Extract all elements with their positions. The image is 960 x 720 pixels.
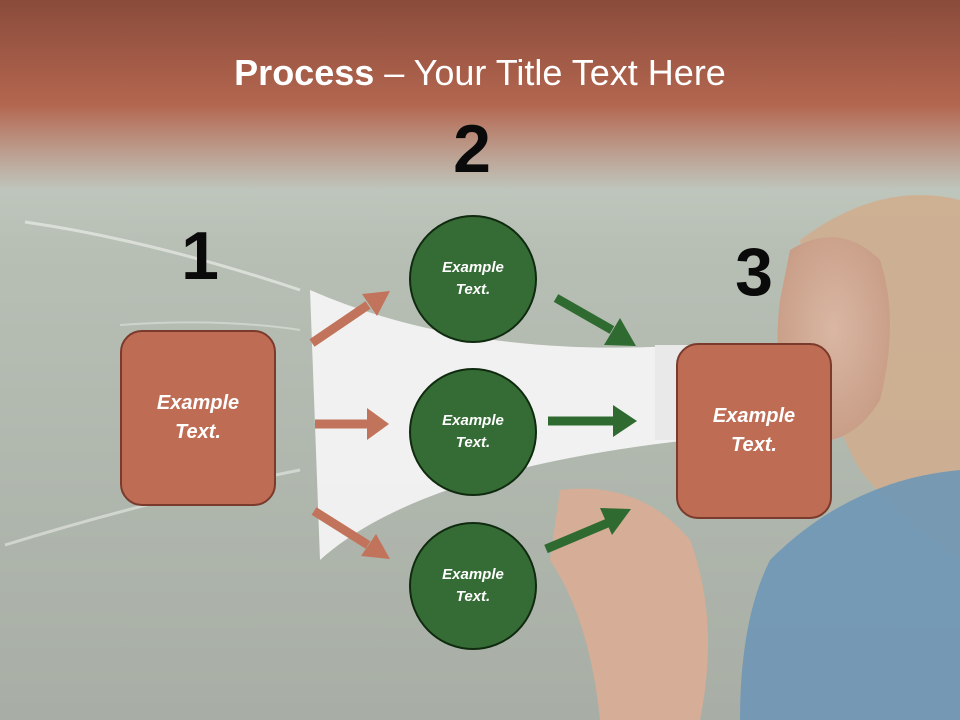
step-number-1: 1 [181,218,219,294]
arrow-box1-to-circle-bottom [311,507,390,559]
step-1-label-line2: Text. [175,421,221,443]
arrow-box1-to-circle-top [309,291,390,347]
page-title: Process – Your Title Text Here [0,52,960,94]
title-bold: Process [234,52,375,93]
step-1-label-line1: Example [156,392,240,414]
circle-top-label-line1: Example [442,258,504,276]
step-number-2: 2 [453,111,491,187]
circle-middle-label-line2: Text. [455,434,491,451]
circle-bottom-label-line1: Example [442,565,504,583]
circle-top-label-line2: Text. [455,281,491,298]
step-3-label-line2: Text. [731,434,777,456]
step-3-label-line1: Example [712,405,796,427]
circle-bottom-label-line2: Text. [455,588,491,605]
title-rest: – Your Title Text Here [374,52,726,93]
arrow-circle-middle-to-box3 [548,405,637,437]
arrow-box1-to-circle-middle [315,408,389,440]
arrow-circle-top-to-box3 [553,294,636,346]
step-number-3: 3 [735,234,773,310]
circle-middle-label-line1: Example [442,411,504,429]
arrow-circle-bottom-to-box3 [544,508,631,554]
